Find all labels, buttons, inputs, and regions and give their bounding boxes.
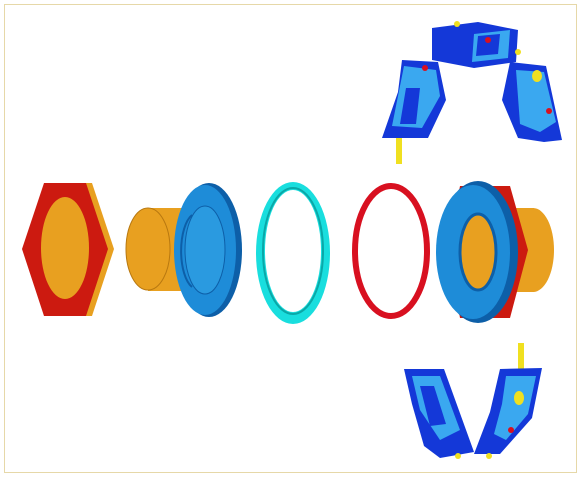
o-ring-shape (352, 183, 430, 319)
clamp-top-center-hole (485, 37, 491, 43)
flange-left-hub-shadow (180, 214, 193, 288)
clamp-bottom-pin-cap-right (486, 453, 492, 459)
clamp-top-right-hole (546, 108, 552, 114)
clamp-top-pin (396, 138, 402, 164)
threaded-body-end-left (125, 207, 171, 291)
clamp-bottom-left-slot (420, 386, 446, 426)
flange-left-hub (184, 205, 226, 295)
o-ring (352, 183, 430, 319)
seal-ring-inner-edge (262, 187, 324, 315)
clamp-top-left-slot (400, 88, 420, 124)
clamp-top-center-slot (476, 34, 500, 56)
hex-nut (22, 183, 114, 316)
clamp-bottom-pin-cap-left (455, 453, 461, 459)
clamp-bottom (404, 343, 542, 459)
seal-ring-band (256, 182, 330, 324)
clamp-top-left-hole (422, 65, 428, 71)
flanged-fitting (436, 181, 554, 323)
hex-nut-bore-shade (44, 200, 88, 296)
seal-ring (256, 182, 330, 324)
clamp-bottom-right-face (494, 376, 536, 440)
clamp-top-right-face (516, 70, 556, 132)
clamp-top (382, 21, 562, 164)
flange-left (174, 183, 242, 317)
clamp-bottom-right-pin-head (514, 391, 524, 405)
clamp-top-right-pin-head (532, 70, 542, 82)
clamp-bottom-right-hole (508, 427, 514, 433)
fitting-flange-bore (458, 212, 498, 292)
hex-nut-face (22, 183, 108, 316)
clamp-top-pin-cap-right (515, 49, 521, 55)
clamp-bottom-pin (518, 343, 524, 369)
clamp-top-pin-cap-left (454, 21, 460, 27)
